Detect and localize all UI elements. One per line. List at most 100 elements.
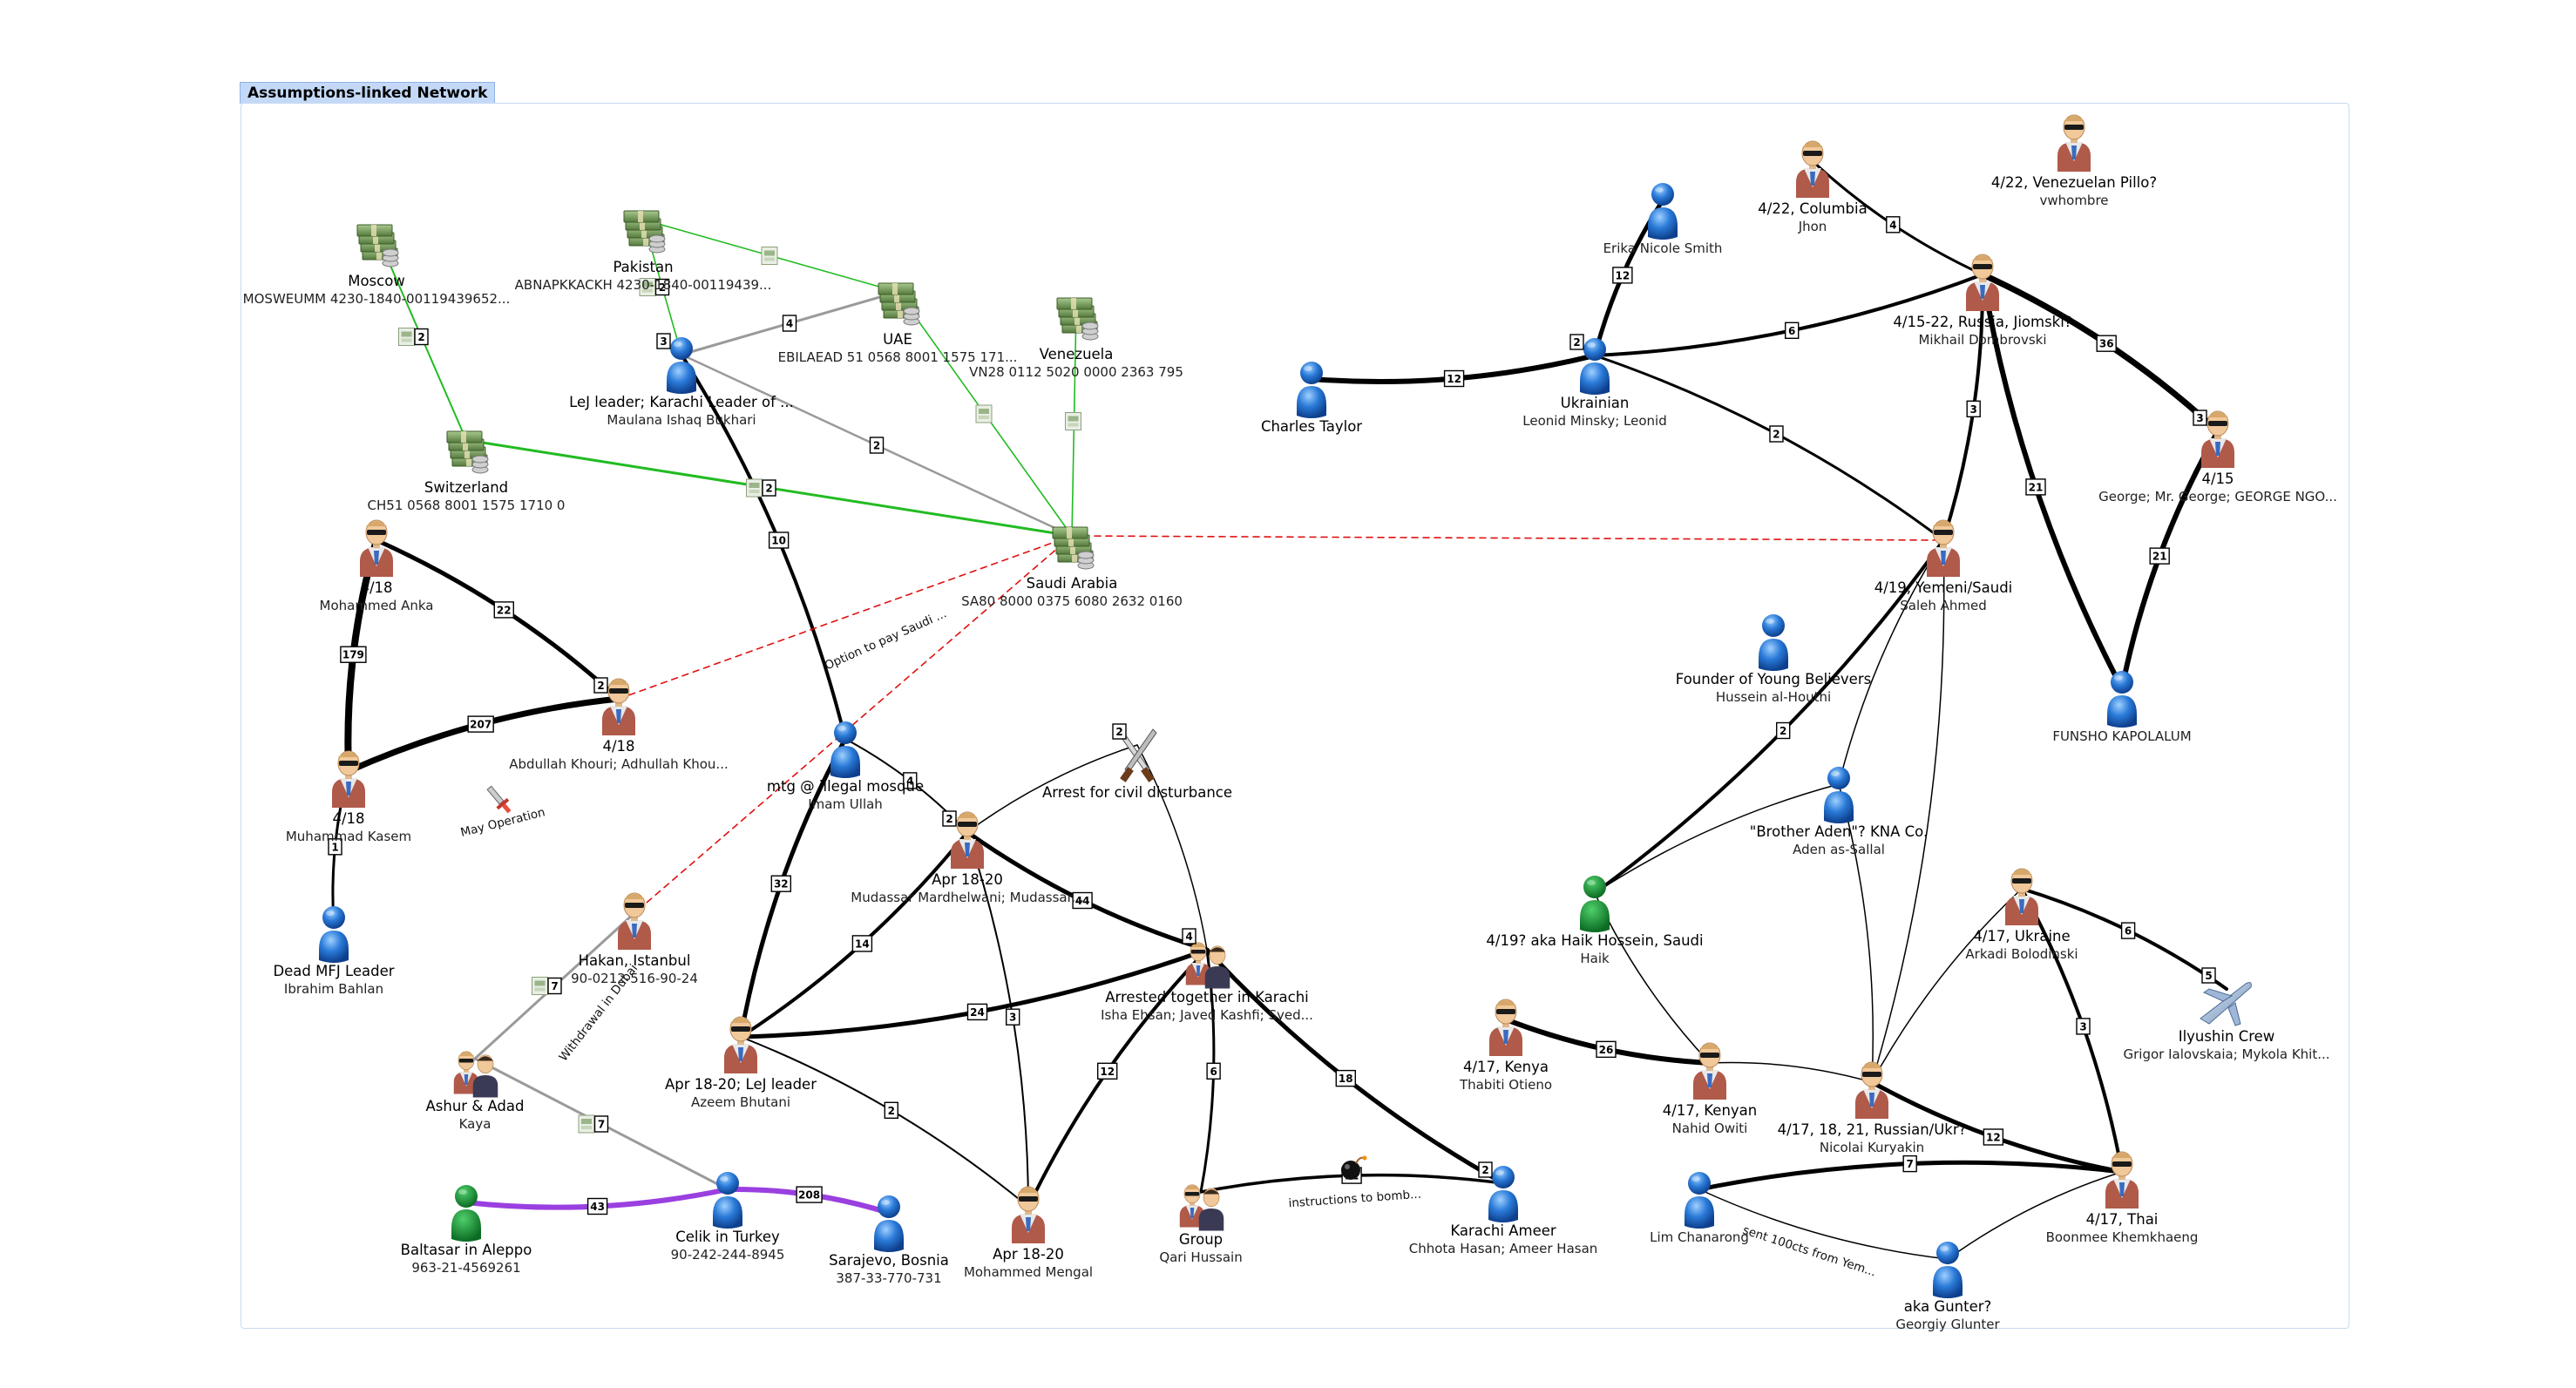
money-transfer-icon [1065,412,1081,430]
node-name: 4/15 [2201,471,2234,487]
node-gunter[interactable]: aka Gunter?Georgiy Glunter [1895,1242,2001,1332]
node-nicolai[interactable]: 4/17, 18, 21, Russian/Ukr?Nicolai Kuryak… [1778,1061,1967,1155]
edge-badge-count: 18 [1339,1073,1353,1085]
node-name: Ukrainian [1561,395,1630,411]
node-funsho[interactable]: FUNSHO KAPOLALUM [2052,671,2192,744]
edge-badge: 6 [1206,1062,1221,1080]
node-subtitle: Nicolai Kuryakin [1820,1140,1924,1155]
node-subtitle: CH51 0568 8001 1575 1710 0 [368,498,566,513]
edge-badge-count: 3 [2079,1020,2086,1033]
edge-aden-nicolai[interactable] [1838,783,1874,1083]
node-mikhail[interactable]: 4/15-22, Russia, Jiomski?Mikhail Dombrov… [1893,254,2072,348]
edge-nahid-nicolai[interactable] [1709,1061,1873,1083]
node-subtitle: Leonid Minsky; Leonid [1522,413,1666,429]
edge-badge-count: 12 [1447,373,1461,385]
edge-yemeni-aden[interactable] [1838,539,1944,785]
node-nicole[interactable]: Erika Nicole Smith [1603,183,1723,256]
edge-badge-count: 1 [331,841,338,853]
edge-badge: 22 [493,601,514,619]
node-charles[interactable]: Charles Taylor [1261,362,1362,435]
edge-badge-count: 22 [497,604,512,616]
node-subtitle: Kaya [459,1116,491,1132]
edge-apr1820lej-apr1820m[interactable] [740,1036,1029,1208]
node-subtitle: Mohammed Mengal [964,1264,1093,1280]
node-subtitle: Grigor Ialovskaia; Mykola Khit... [2123,1046,2329,1062]
node-subtitle: Azeem Bhutani [691,1094,790,1110]
edge-haik-nahid[interactable] [1594,892,1711,1064]
node-name: Baltasar in Aleppo [401,1242,532,1258]
edge-arrestcivil-apr1820a[interactable] [966,744,1138,833]
person-icon [830,721,860,778]
edge-label: May Operation [459,805,546,840]
edge-ukrainian-yemeni[interactable] [1593,354,1945,542]
edge-aden-haik[interactable] [1594,783,1840,894]
edge-badge-count: 2 [659,281,666,294]
edge-yemeni-nicolai[interactable] [1871,539,1945,1083]
edge-saudi-yemeni[interactable] [1071,535,1944,541]
edge-badge: 207 [467,715,494,733]
person-icon [1759,614,1788,671]
edge-badge: 12 [1983,1128,2004,1146]
edge-saudi-abdullah[interactable] [618,535,1073,700]
edge-lim-gunter[interactable] [1698,1188,1949,1260]
edge-badge-count: 6 [1210,1066,1217,1078]
node-name: Switzerland [424,479,508,496]
money-icon [446,430,489,474]
edge-gunter-thai[interactable] [1947,1171,2123,1260]
agent-icon [332,750,365,808]
node-count-badge: 3 [656,333,671,349]
node-count-text: 2 [1481,1164,1488,1176]
node-aden[interactable]: "Brother Aden"? KNA Co.Aden as-Sallal [1750,767,1928,857]
edge-arrested-karachi[interactable] [1204,947,1506,1186]
node-lim[interactable]: Lim Chanarong [1650,1172,1749,1245]
node-vwhombre[interactable]: 4/22, Venezuelan Pillo?vwhombre [1991,114,2157,208]
edge-anka-abdullah[interactable] [374,538,621,701]
edge-arkadi-nicolai[interactable] [1871,888,2023,1083]
node-subtitle: Mohammed Anka [320,598,434,613]
node-subtitle: Aden as-Sallal [1793,842,1885,857]
network-panel[interactable] [241,103,2349,1329]
money-transfer-icon [578,1114,595,1134]
edge-saudi-hakan[interactable] [634,535,1073,914]
edge-apr1820a-apr1820lej[interactable] [739,830,969,1039]
green-person-icon [1580,876,1610,932]
edge-mikhail-george[interactable] [1979,271,2221,435]
node-subtitle: Boonmee Khemkhaeng [2046,1229,2199,1245]
